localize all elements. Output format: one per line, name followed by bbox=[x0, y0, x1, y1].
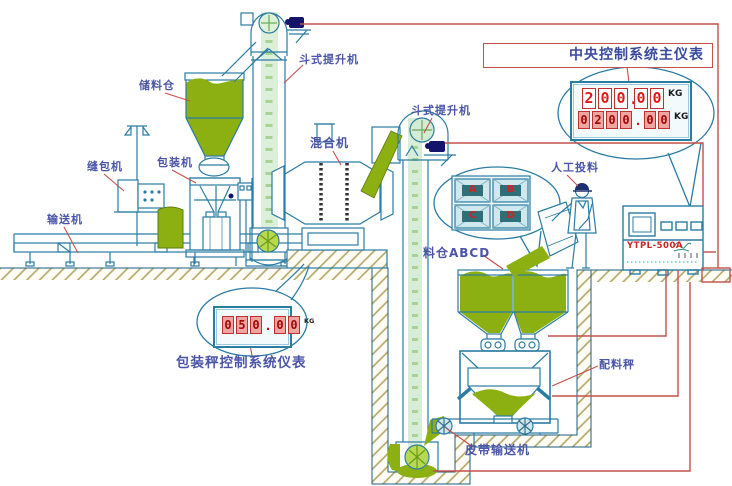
ground-and-pit bbox=[0, 267, 732, 485]
label-belt-conveyor: 皮带输送机 bbox=[465, 443, 531, 457]
label-batching-scale: 配料秤 bbox=[599, 358, 635, 371]
label-bag-sewing-machine: 缝包机 bbox=[87, 160, 123, 173]
central-instrument-title: 中央控制系统主仪表 bbox=[569, 47, 704, 63]
silo-letter-d: D bbox=[506, 210, 515, 221]
label-bucket-elevator-right: 斗式提升机 bbox=[411, 104, 471, 117]
control-box bbox=[622, 205, 704, 276]
label-bucket-elevator-top: 斗式提升机 bbox=[299, 53, 359, 66]
control-wires bbox=[300, 23, 731, 472]
storage-silo bbox=[184, 72, 245, 177]
label-packing-scale-instrument: 包装秤控制系统仪表 bbox=[176, 355, 307, 371]
label-conveyor: 输送机 bbox=[47, 213, 83, 226]
packing-machine bbox=[185, 177, 254, 266]
mixer-feed-chute bbox=[360, 126, 403, 199]
underground-silos bbox=[457, 269, 569, 352]
bag-sewing-machine bbox=[114, 125, 166, 246]
packing-display-unit: KG bbox=[304, 317, 315, 325]
label-storage-silo: 储料仓 bbox=[139, 79, 175, 92]
silo-letter-c: C bbox=[468, 210, 477, 221]
mixer-machine bbox=[271, 123, 394, 269]
batching-scale bbox=[456, 350, 552, 424]
label-packing-machine: 包装机 bbox=[157, 156, 193, 169]
central-display-line1-unit: KG bbox=[668, 89, 683, 99]
label-silo-abcd: 料仓ABCD bbox=[423, 246, 491, 260]
label-manual-feeding: 人工投料 bbox=[551, 161, 599, 174]
silo-window-grid bbox=[451, 175, 531, 231]
filled-bag bbox=[157, 206, 184, 249]
label-leaders bbox=[63, 64, 630, 448]
label-mixer: 混合机 bbox=[310, 136, 350, 150]
central-instrument-title-box: 中央控制系统主仪表 bbox=[483, 43, 713, 68]
silo-letter-a: A bbox=[468, 184, 477, 195]
control-box-model: YTPL-500A bbox=[627, 241, 683, 251]
central-display-line1: 200.00 KG bbox=[581, 88, 690, 109]
silo-letter-b: B bbox=[506, 184, 515, 195]
worker-figure bbox=[506, 183, 597, 277]
central-display-line2-unit: KG bbox=[674, 112, 689, 122]
